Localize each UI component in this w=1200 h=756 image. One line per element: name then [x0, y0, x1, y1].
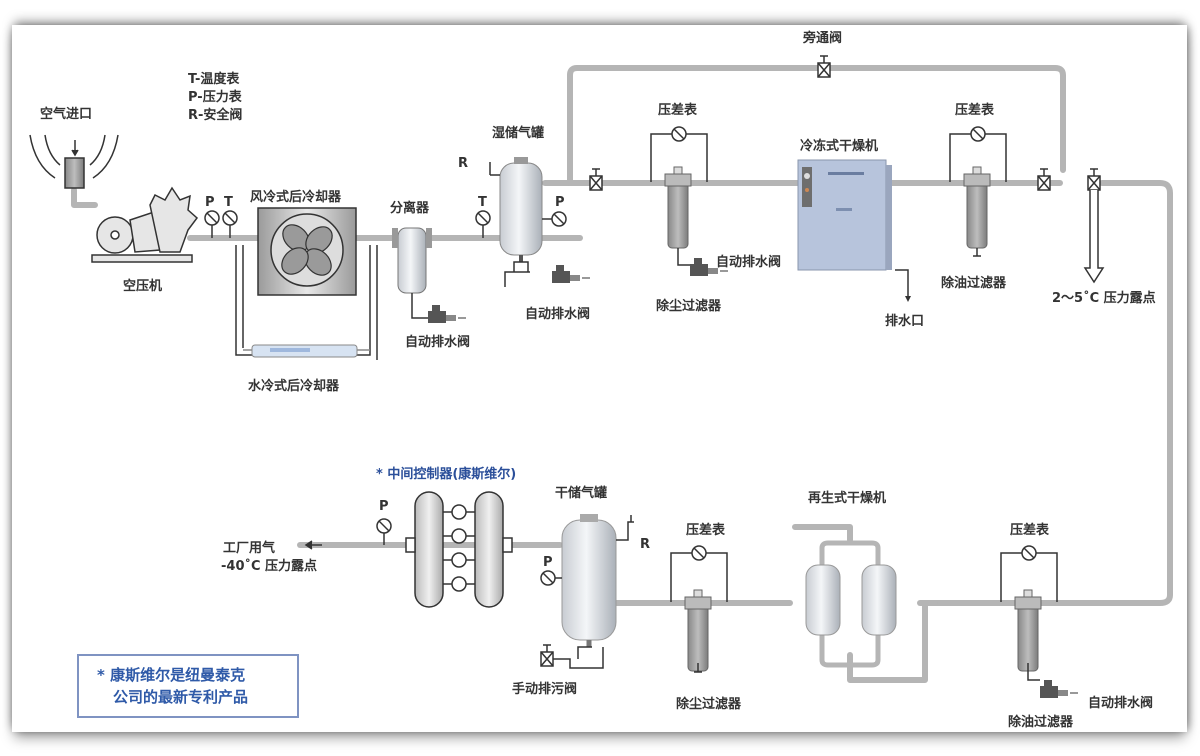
label-oil-filter-2: 除油过滤器 — [1008, 714, 1074, 730]
refrigerated-dryer — [797, 159, 911, 302]
pipe-bypass — [567, 65, 1066, 186]
label-bypass-valve: 旁通阀 — [802, 30, 842, 46]
patent-note-box: * 康斯维尔是纽曼泰克 公司的最新专利产品 — [77, 654, 299, 718]
label-drain-outlet: 排水口 — [885, 313, 924, 329]
label-manual-drain: 手动排污阀 — [512, 681, 577, 697]
label-auto-drain-4: 自动排水阀 — [1088, 695, 1153, 711]
label-p-2: P — [555, 195, 565, 210]
label-regen-dryer: 再生式干燥机 — [808, 490, 886, 506]
pipe-inlet — [71, 187, 98, 208]
separator — [392, 227, 432, 319]
air-inlet — [29, 134, 119, 189]
label-auto-drain-2: 自动排水阀 — [525, 306, 590, 322]
note-line-1: * 康斯维尔是纽曼泰克 — [97, 666, 246, 684]
intermediate-controller — [304, 491, 513, 608]
regenerative-dryer — [805, 564, 897, 636]
label-p-1: P — [205, 195, 215, 210]
label-dp-gauge-3: 压差表 — [686, 522, 726, 538]
legend-p: P-压力表 — [188, 89, 243, 105]
labels: 空气进口 T-温度表 P-压力表 R-安全阀 空压机 P T 风冷式后冷却器 水… — [40, 30, 1156, 730]
label-air-inlet: 空气进口 — [40, 106, 92, 122]
dry-tank — [540, 514, 634, 669]
label-oil-filter-1: 除油过滤器 — [941, 275, 1007, 291]
label-dust-filter-2: 除尘过滤器 — [676, 696, 742, 712]
note-line-2: 公司的最新专利产品 — [113, 688, 249, 706]
label-dp-gauge-1: 压差表 — [658, 102, 698, 118]
label-r-1: R — [458, 156, 468, 171]
dp-gauges — [650, 126, 1058, 681]
compressor — [91, 186, 199, 263]
label-plant-air: 工厂用气 — [223, 540, 275, 556]
label-r-2: R — [640, 537, 650, 552]
label-wet-tank: 湿储气罐 — [492, 125, 544, 141]
water-aftercooler — [251, 344, 358, 358]
label-dewpoint-1: 2～5˚C 压力露点 — [1052, 290, 1156, 306]
auto-drain-valves — [428, 258, 1078, 698]
label-t-2: T — [478, 195, 487, 210]
legend-t: T-温度表 — [188, 71, 240, 87]
wet-tank — [475, 157, 567, 287]
label-auto-drain-3: 自动排水阀 — [716, 254, 781, 270]
dewpoint-arrow — [1083, 190, 1105, 284]
label-water-aftercooler: 水冷式后冷却器 — [248, 378, 340, 394]
label-controller: * 中间控制器(康斯维尔) — [376, 466, 516, 482]
label-dewpoint-2: -40˚C 压力露点 — [221, 558, 317, 574]
label-dust-filter-1: 除尘过滤器 — [656, 298, 722, 314]
air-aftercooler — [257, 207, 357, 296]
filters — [664, 166, 1042, 672]
label-t-1: T — [224, 195, 233, 210]
gauge-p-1 — [204, 210, 238, 238]
label-compressor: 空压机 — [123, 278, 162, 294]
label-separator: 分离器 — [390, 200, 430, 216]
label-auto-drain-1: 自动排水阀 — [405, 334, 470, 350]
label-air-aftercooler: 风冷式后冷却器 — [250, 189, 342, 205]
label-dp-gauge-4: 压差表 — [1010, 522, 1050, 538]
legend-r: R-安全阀 — [188, 107, 242, 123]
pipe-regen-top — [792, 524, 853, 543]
label-dp-gauge-2: 压差表 — [955, 102, 995, 118]
label-p-3: P — [379, 499, 389, 514]
label-dry-tank: 干储气罐 — [555, 485, 607, 501]
pipe-right-down — [927, 180, 1173, 606]
label-refrig-dryer: 冷冻式干燥机 — [800, 138, 878, 154]
regen-loops — [819, 540, 881, 668]
label-p-4: P — [543, 555, 553, 570]
